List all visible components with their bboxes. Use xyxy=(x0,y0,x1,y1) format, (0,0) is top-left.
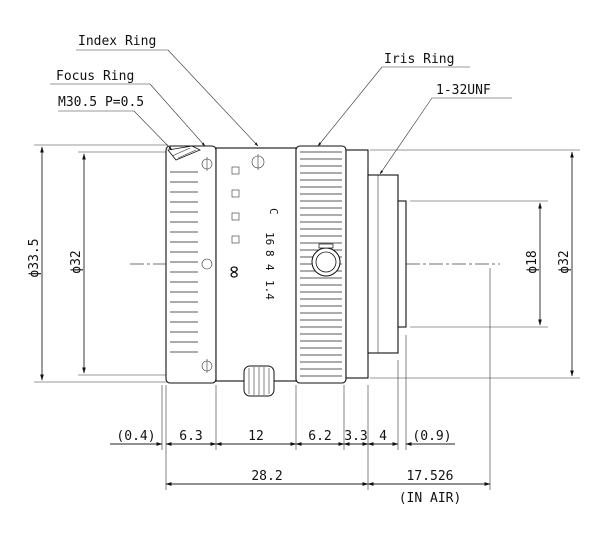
width-extension-lines xyxy=(161,268,491,490)
focus-ring xyxy=(165,145,217,384)
index-ring-marks xyxy=(201,154,265,373)
width-4: 3.3 xyxy=(344,429,367,444)
lens-markings: C 16 8 4 1.4 ∞ xyxy=(223,208,280,300)
stop-mark-3: 1.4 xyxy=(263,280,276,300)
mount-diameter: ϕ18 xyxy=(525,250,540,273)
inner-diameter-left: ϕ32 xyxy=(69,250,84,273)
callout-leaders xyxy=(50,49,512,175)
outer-diameter-right: ϕ32 xyxy=(557,250,572,273)
flange-distance: 17.526 xyxy=(407,469,454,484)
focus-ring-knurl xyxy=(170,171,198,353)
infinity-mark: ∞ xyxy=(223,266,247,278)
width-0: (0.4) xyxy=(116,429,155,444)
stop-mark-1: 8 xyxy=(263,250,276,257)
focus-lock-knob xyxy=(243,365,275,397)
mount-thread-label: 1-32UNF xyxy=(436,83,491,98)
thread-label: M30.5 P=0.5 xyxy=(58,95,144,110)
total-body-length: 28.2 xyxy=(251,469,282,484)
stop-mark-0: 16 xyxy=(263,232,276,245)
outer-diameter-left: ϕ33.5 xyxy=(27,238,42,277)
width-5: 4 xyxy=(379,429,387,444)
stop-mark-2: 4 xyxy=(263,264,276,271)
rear-shoulder xyxy=(345,149,369,379)
flange-distance-note: (IN AIR) xyxy=(399,491,462,506)
lens-body xyxy=(165,145,407,397)
iris-ring-label: Iris Ring xyxy=(384,52,454,67)
width-6: (0.9) xyxy=(412,429,451,444)
iris-lock-screw xyxy=(311,243,341,277)
index-ring xyxy=(215,147,297,382)
width-2: 12 xyxy=(248,429,264,444)
mount-rear-flange xyxy=(397,200,407,328)
diameter-extension-lines xyxy=(34,144,580,383)
diameter-dimensions xyxy=(40,146,574,381)
width-1: 6.3 xyxy=(179,429,202,444)
mount-type-mark: C xyxy=(267,208,280,215)
thread-hatch xyxy=(167,145,201,161)
index-ring-label: Index Ring xyxy=(78,34,156,49)
c-mount xyxy=(367,174,399,354)
focus-ring-label: Focus Ring xyxy=(56,69,134,84)
width-3: 6.2 xyxy=(308,429,331,444)
